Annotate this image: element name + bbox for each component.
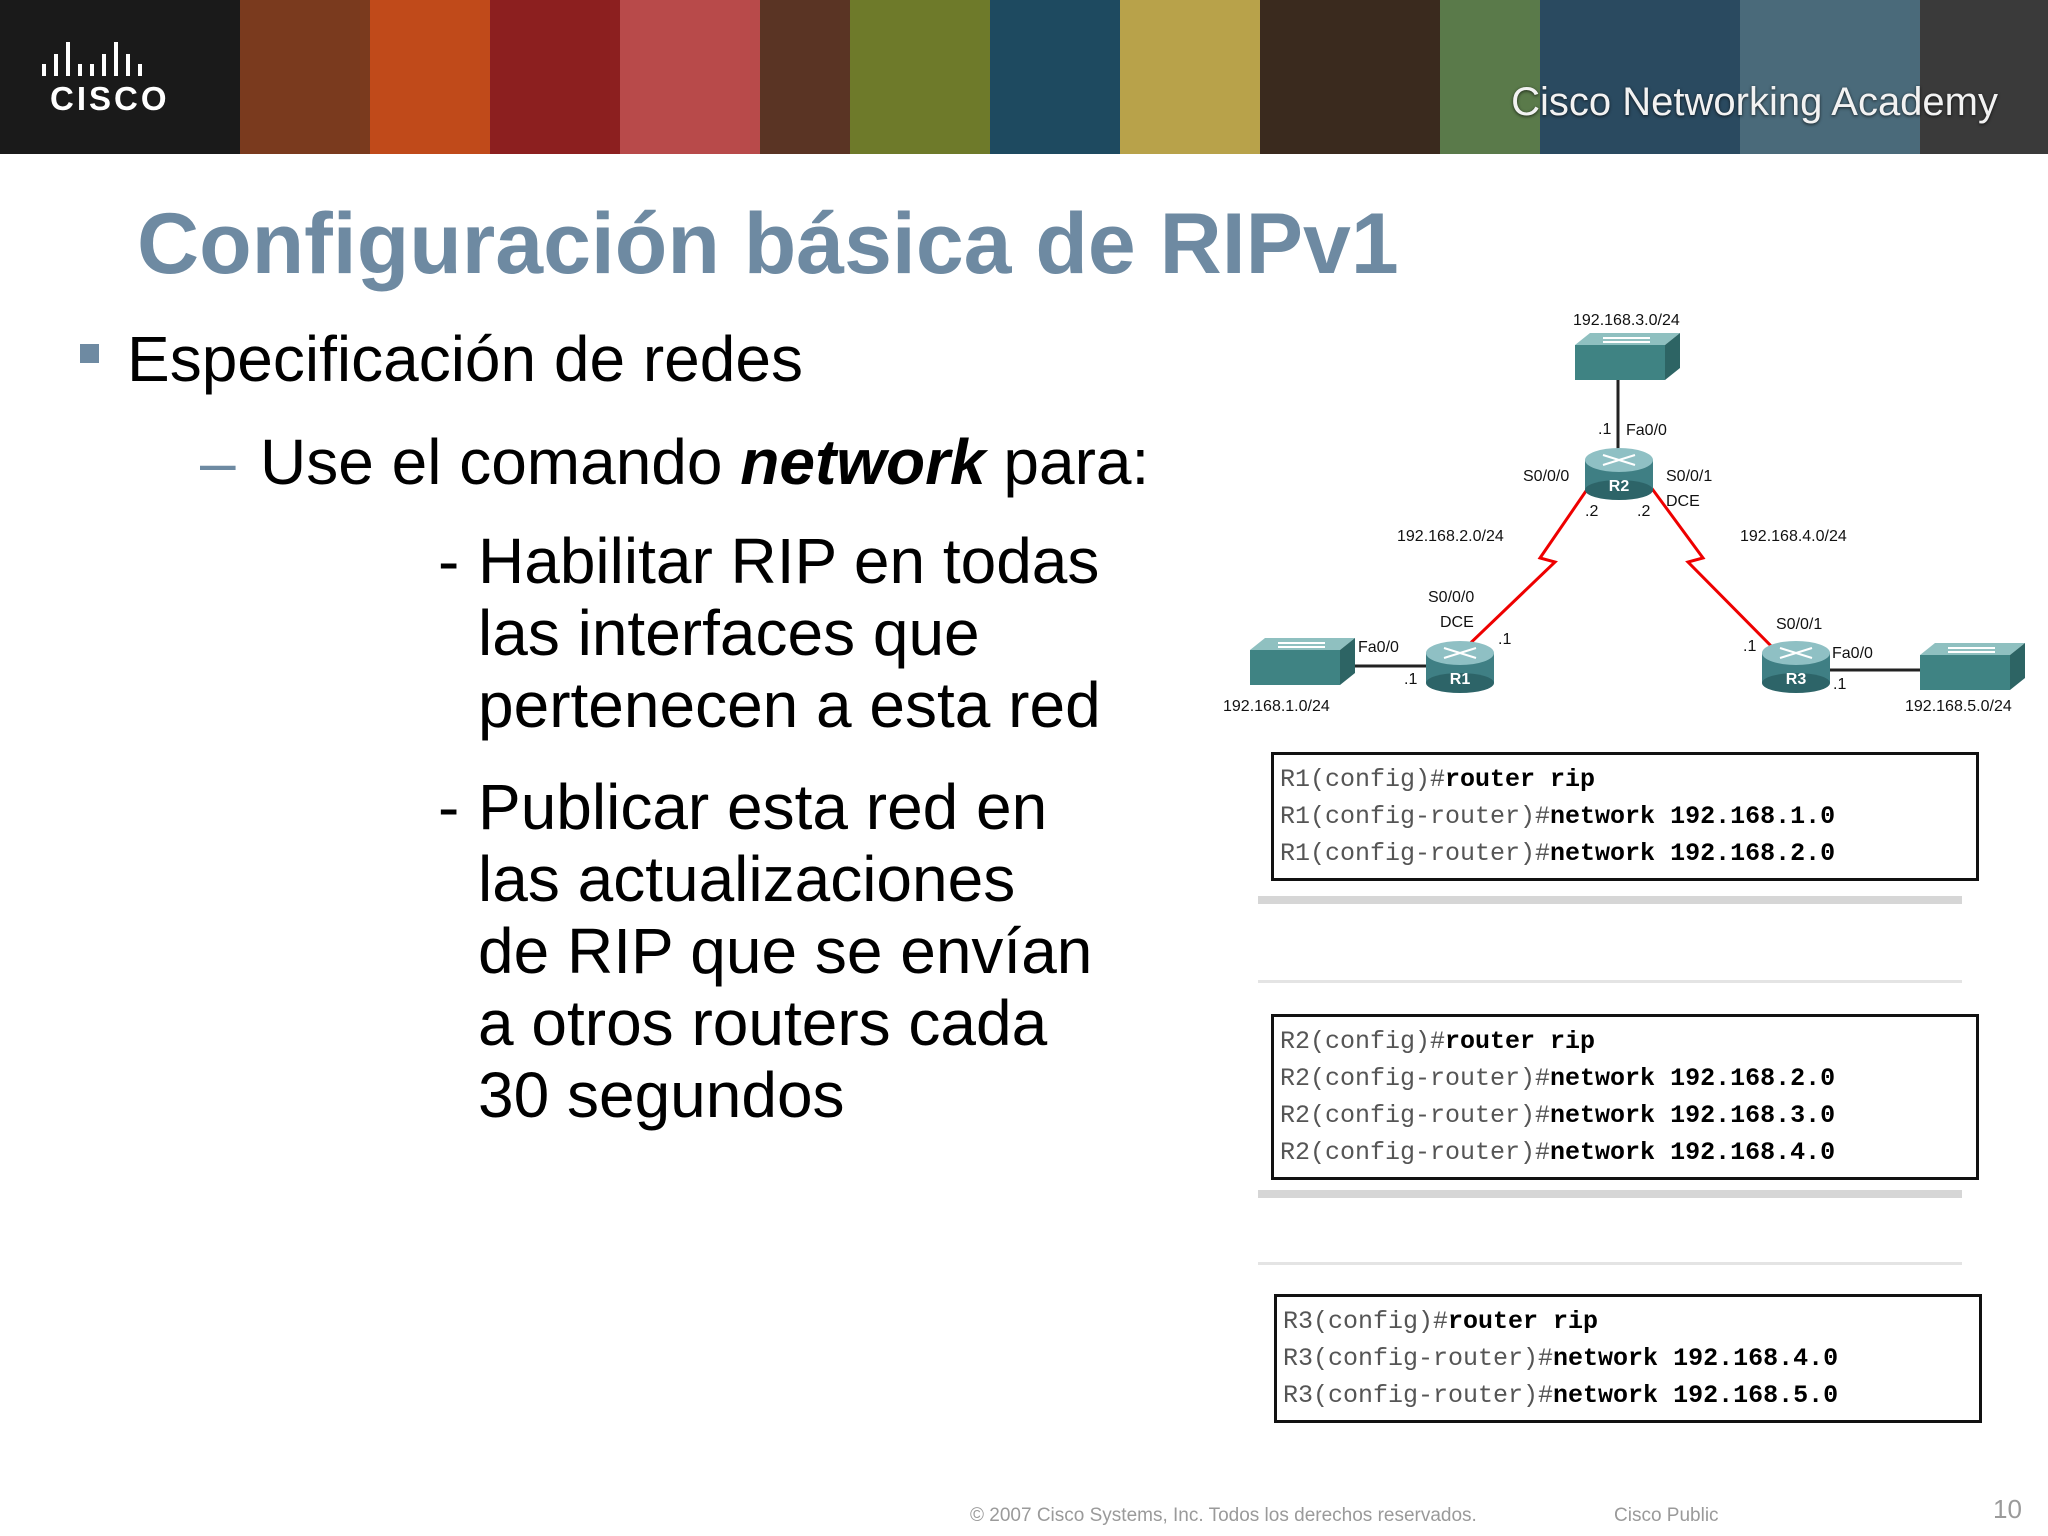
slide-title: Configuración básica de RIPv1 <box>137 196 1399 292</box>
bullet-1: Especificación de redes <box>127 323 803 395</box>
serial-link-r2-r3 <box>1640 474 1782 657</box>
cli-command: router rip <box>1448 1307 1599 1336</box>
sub-bullet-2-line: de RIP que se envían <box>478 915 1093 987</box>
interface-label: DCE <box>1440 614 1474 631</box>
sub-bullet-1-line: Habilitar RIP en todas <box>478 525 1100 597</box>
interface-label: .1 <box>1833 676 1846 693</box>
router-icon <box>1426 641 1494 693</box>
network-label: 192.168.3.0/24 <box>1573 312 1680 329</box>
cli-line: R3(config-router)#network 192.168.4.0 <box>1283 1340 1973 1377</box>
bullet-2-prefix: Use el comando <box>260 426 741 498</box>
switch-icon <box>1920 643 2025 690</box>
interface-label: S0/0/1 <box>1666 468 1712 485</box>
cli-command: network 192.168.4.0 <box>1553 1344 1839 1373</box>
cli-prompt: R1(config)# <box>1280 765 1446 794</box>
cli-command: network 192.168.2.0 <box>1550 1064 1836 1093</box>
router-name-r3: R3 <box>1786 671 1807 688</box>
bullet-2-keyword: network <box>740 426 986 498</box>
network-label: 192.168.2.0/24 <box>1397 528 1504 545</box>
cli-line: R1(config-router)#network 192.168.1.0 <box>1280 798 1970 835</box>
cisco-logo-bars-icon <box>42 42 142 76</box>
interface-label: S0/0/1 <box>1776 616 1822 633</box>
cli-prompt: R1(config-router)# <box>1280 839 1551 868</box>
bullet-2-suffix: para: <box>985 426 1150 498</box>
cisco-logo-text: CISCO <box>50 80 170 117</box>
router-icon <box>1762 641 1830 693</box>
page-number: 10 <box>1993 1494 2022 1524</box>
cli-command: network 192.168.4.0 <box>1550 1138 1836 1167</box>
interface-label: Fa0/0 <box>1626 422 1667 439</box>
bullet-dash-icon: – <box>200 426 236 498</box>
interface-label: .1 <box>1743 638 1756 655</box>
sub-bullet-1-line: las interfaces que <box>478 597 980 669</box>
cli-box-r1: R1(config)#router rip R1(config-router)#… <box>1271 752 1979 881</box>
academy-brand: Cisco Networking Academy <box>1511 80 1998 124</box>
interface-label: .1 <box>1498 631 1511 648</box>
cli-line: R2(config-router)#network 192.168.3.0 <box>1280 1097 1970 1134</box>
cli-command: router rip <box>1445 765 1596 794</box>
cli-line: R3(config)#router rip <box>1283 1303 1973 1340</box>
cli-line: R2(config-router)#network 192.168.2.0 <box>1280 1060 1970 1097</box>
cli-line: R3(config-router)#network 192.168.5.0 <box>1283 1377 1973 1414</box>
cli-command: network 192.168.3.0 <box>1550 1101 1836 1130</box>
cli-prompt: R3(config-router)# <box>1283 1344 1554 1373</box>
router-icon <box>1585 448 1653 500</box>
bullet-2: Use el comando network para: <box>260 425 1149 499</box>
router-name-r2: R2 <box>1609 478 1630 495</box>
cli-prompt: R1(config-router)# <box>1280 802 1551 831</box>
sub-bullet-2-dash: - <box>438 771 460 843</box>
cli-prompt: R2(config-router)# <box>1280 1101 1551 1130</box>
sub-bullet-2-line: a otros routers cada <box>478 987 1048 1059</box>
cli-box-divider <box>1258 1262 1962 1265</box>
interface-label: Fa0/0 <box>1358 639 1399 656</box>
cli-line: R1(config-router)#network 192.168.2.0 <box>1280 835 1970 872</box>
cli-box-r2: R2(config)#router rip R2(config-router)#… <box>1271 1014 1979 1180</box>
topology-diagram: R2 R1 R3 192.168.3.0/24 192.168.2.0/24 1… <box>1223 312 2025 715</box>
cli-command: network 192.168.2.0 <box>1550 839 1836 868</box>
cli-line: R2(config-router)#network 192.168.4.0 <box>1280 1134 1970 1171</box>
cli-line: R1(config)#router rip <box>1280 761 1970 798</box>
cli-box-r3: R3(config)#router rip R3(config-router)#… <box>1274 1294 1982 1423</box>
switch-icon <box>1250 638 1355 685</box>
cisco-logo: CISCO <box>0 0 240 154</box>
cli-box-shadow <box>1258 1190 1962 1198</box>
serial-link-r2-r1 <box>1456 474 1599 657</box>
interface-label: .1 <box>1404 671 1417 688</box>
interface-label: S0/0/0 <box>1523 468 1569 485</box>
router-name-r1: R1 <box>1450 671 1471 688</box>
cli-command: network 192.168.1.0 <box>1550 802 1836 831</box>
interface-label: DCE <box>1666 493 1700 510</box>
interface-label: .2 <box>1637 503 1650 520</box>
header-banner <box>0 0 2048 154</box>
interface-label: Fa0/0 <box>1832 645 1873 662</box>
cli-prompt: R3(config)# <box>1283 1307 1449 1336</box>
sub-bullet-2-line: las actualizaciones <box>478 843 1016 915</box>
cli-prompt: R3(config-router)# <box>1283 1381 1554 1410</box>
interface-label: .1 <box>1598 421 1611 438</box>
cli-box-divider <box>1258 980 1962 983</box>
footer-copyright: © 2007 Cisco Systems, Inc. Todos los der… <box>970 1505 1477 1526</box>
sub-bullet-1: - Habilitar RIP en todas las interfaces … <box>438 525 1101 741</box>
interface-label: .2 <box>1585 503 1598 520</box>
sub-bullet-2-line: 30 segundos <box>478 1059 845 1131</box>
sub-bullet-2-line: Publicar esta red en <box>478 771 1048 843</box>
bullet-square-icon <box>80 344 99 363</box>
sub-bullet-2: - Publicar esta red en las actualizacion… <box>438 771 1092 1131</box>
network-label: 192.168.5.0/24 <box>1905 698 2012 715</box>
sub-bullet-1-line: pertenecen a esta red <box>478 669 1101 741</box>
cli-box-shadow <box>1258 896 1962 904</box>
footer-classification: Cisco Public <box>1614 1505 1719 1526</box>
switch-icon <box>1575 333 1680 380</box>
network-label: 192.168.4.0/24 <box>1740 528 1847 545</box>
cli-prompt: R2(config-router)# <box>1280 1138 1551 1167</box>
network-label: 192.168.1.0/24 <box>1223 698 1330 715</box>
cli-line: R2(config)#router rip <box>1280 1023 1970 1060</box>
cli-prompt: R2(config-router)# <box>1280 1064 1551 1093</box>
cli-command: network 192.168.5.0 <box>1553 1381 1839 1410</box>
cli-command: router rip <box>1445 1027 1596 1056</box>
cli-prompt: R2(config)# <box>1280 1027 1446 1056</box>
sub-bullet-1-dash: - <box>438 525 460 597</box>
interface-label: S0/0/0 <box>1428 589 1474 606</box>
